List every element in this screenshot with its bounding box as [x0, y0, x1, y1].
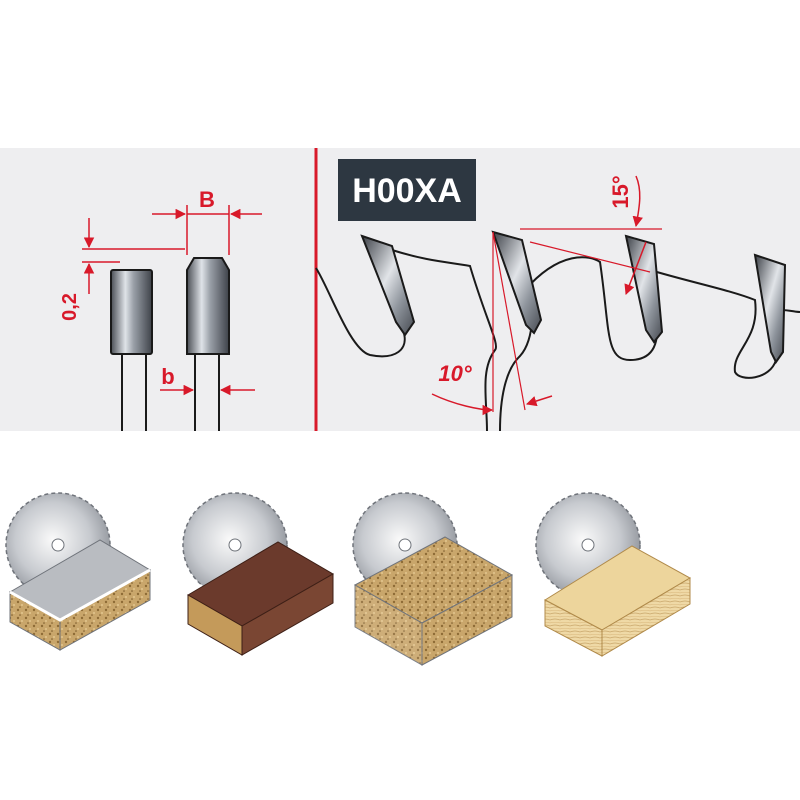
- code-badge: [338, 159, 476, 221]
- blade-arbor-hole: [228, 538, 242, 552]
- width-label: B: [199, 187, 215, 212]
- kerf-label: b: [161, 364, 174, 389]
- carbide-tooth: [753, 253, 787, 364]
- board-side-edge: [601, 577, 691, 657]
- code-label: H00XA: [352, 172, 462, 210]
- board-side-edge: [241, 573, 334, 656]
- angle-arc: [632, 175, 643, 228]
- step-label: 0,2: [59, 293, 81, 321]
- hook-angle-label: 10°: [438, 361, 471, 386]
- blade-arbor-hole: [398, 538, 412, 552]
- tooth-side-view: [186, 257, 230, 355]
- blade-arbor-hole: [51, 538, 65, 552]
- carbide-tooth: [624, 234, 664, 344]
- clearance-angle-label: 15°: [608, 175, 633, 208]
- carbide-tooth: [360, 234, 416, 337]
- tooth-profile-diagram: B b 0,2: [59, 187, 262, 431]
- blade-arbor-hole: [581, 538, 595, 552]
- material-coated-chipboard: [5, 492, 151, 651]
- board-coating-layer: [9, 568, 151, 622]
- material-icons: [5, 492, 692, 666]
- reference-line: [529, 241, 651, 273]
- saw-geometry-diagram: H00XA 10° 15°: [315, 159, 800, 432]
- material-veneered-board: [182, 492, 335, 656]
- carbide-tooth: [491, 230, 543, 335]
- board-side-edge: [421, 574, 513, 666]
- angle-arrow: [624, 241, 647, 295]
- tooth-front-view: [110, 269, 153, 355]
- angle-arrow: [525, 395, 553, 407]
- angle-arc: [431, 393, 494, 416]
- blade-outline: [315, 248, 497, 432]
- material-plywood: [535, 492, 692, 657]
- reference-line: [492, 231, 526, 411]
- material-raw-chipboard: [352, 492, 514, 666]
